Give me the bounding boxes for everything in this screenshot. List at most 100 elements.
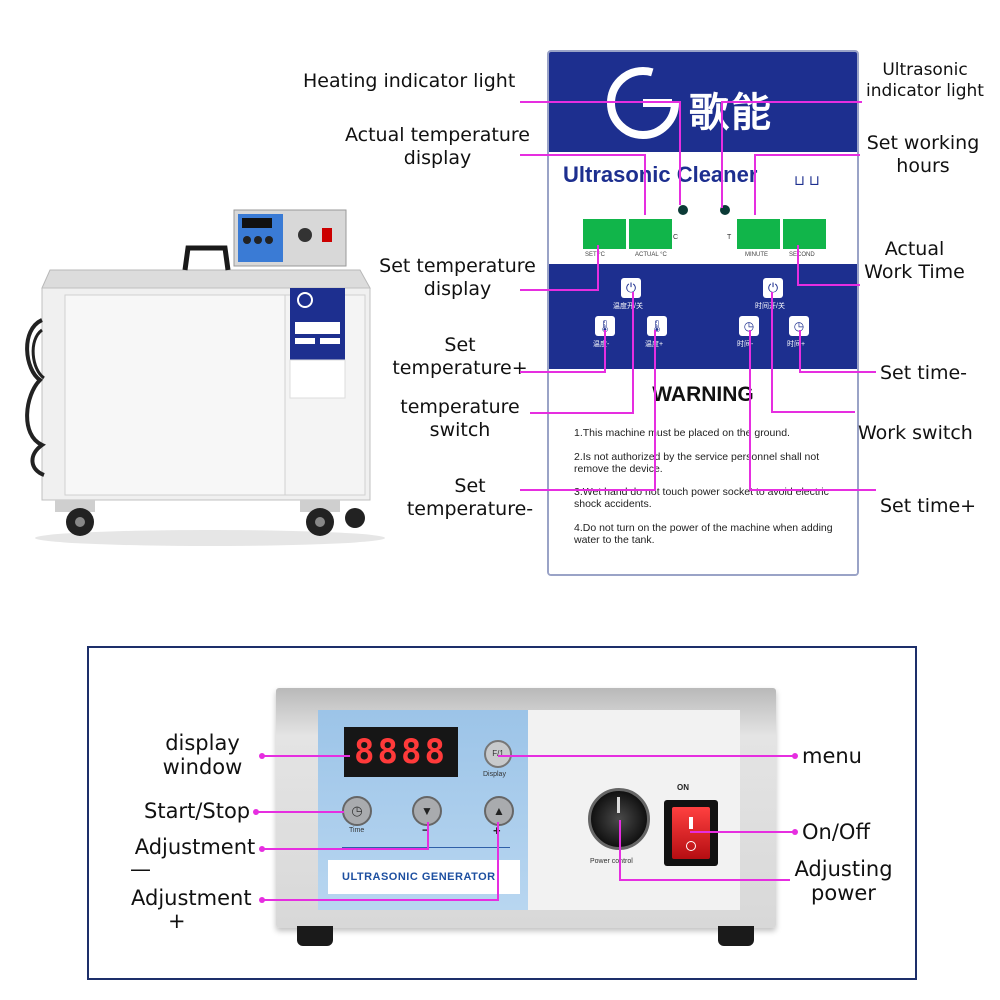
second-caption: SECOND — [789, 252, 815, 258]
set-temperature-display — [583, 219, 626, 249]
power-icon: ⏻ — [625, 280, 637, 295]
callout-ultrasonic-indicator: Ultrasonic indicator light — [855, 60, 995, 102]
panel-divider — [342, 847, 510, 848]
callout-line-1: Set working — [866, 132, 980, 154]
callout-on-off: On/Off — [802, 820, 870, 844]
temp-minus-caption: 温度- — [593, 341, 610, 348]
callout-line-2: — — [130, 857, 151, 881]
minus-symbol: − — [422, 823, 430, 837]
knob-caption: Power control — [590, 858, 633, 865]
clock-icon: ◷ — [793, 319, 805, 333]
time-minus-caption: 时间- — [737, 341, 754, 348]
callout-line-1: Ultrasonic — [882, 60, 968, 80]
callout-temp-switch: temperature switch — [390, 396, 530, 442]
callout-line-1: Adjustment — [131, 886, 252, 910]
machine-illustration — [20, 200, 390, 550]
callout-set-temp-display: Set temperature display — [365, 255, 550, 301]
generator-foot-right — [718, 926, 754, 946]
warning-line-1: 1.This machine must be placed on the gro… — [574, 427, 790, 439]
adjustment-plus-button[interactable]: ▲ — [484, 796, 514, 826]
set-time-plus-button[interactable]: ◷ — [789, 316, 809, 336]
brand-name: 歌能 — [689, 90, 773, 136]
callout-line-2: + — [168, 909, 186, 933]
machine-drawing — [25, 209, 385, 546]
callout-work-switch: Work switch — [858, 422, 973, 444]
plus-symbol: + — [493, 823, 501, 838]
up-arrow-icon: ▲ — [493, 804, 505, 818]
start-stop-button[interactable]: ◷ — [342, 796, 372, 826]
callout-line-2: hours — [896, 155, 950, 177]
callout-set-temp-minus: Set temperature- — [395, 475, 545, 521]
callout-line-1: Set — [454, 475, 486, 497]
callout-set-temp-plus: Set temperature+ — [385, 334, 535, 380]
callout-line-2: temperature- — [406, 498, 534, 520]
callout-line-2: Work Time — [864, 261, 965, 283]
thermometer-icon: 🌡 — [649, 319, 665, 333]
callout-line-1: Actual — [884, 238, 945, 260]
callout-line-1: temperature — [400, 396, 520, 418]
top-control-panel: 歌能 Ultrasonic Cleaner ⊔ ⊔ C T SET °C ACT… — [547, 50, 859, 576]
callout-actual-work-time: Actual Work Time — [857, 238, 972, 284]
temp-switch-caption: 温度开/关 — [613, 303, 643, 310]
callout-set-time-minus: Set time- — [880, 362, 968, 384]
thermometer-icon: 🌡 — [597, 319, 613, 333]
callout-line-2: window — [162, 755, 243, 779]
callout-heating-indicator: Heating indicator light — [303, 70, 516, 92]
on-off-switch[interactable] — [664, 800, 718, 866]
callout-adjusting-power: Adjusting power — [791, 857, 896, 905]
callout-line-2: display — [403, 147, 472, 169]
callout-start-stop: Start/Stop — [144, 799, 251, 823]
temp-plus-caption: 温度+ — [645, 341, 664, 348]
callout-adjustment-plus: Adjustment + — [131, 887, 261, 933]
wash-symbols-icon: ⊔ ⊔ — [794, 172, 820, 188]
callout-set-time-plus: Set time+ — [880, 495, 977, 517]
warning-line-2: 2.Is not authorized by the service perso… — [574, 451, 820, 475]
time-caption: Time — [349, 827, 365, 834]
panel-header: 歌能 — [549, 52, 857, 152]
time-switch-caption: 时间开/关 — [755, 303, 785, 310]
callout-line-2: indicator light — [866, 81, 984, 101]
display-area: Ultrasonic Cleaner ⊔ ⊔ C T SET °C ACTUAL… — [549, 152, 857, 264]
heating-indicator-light — [678, 205, 688, 215]
menu-button[interactable]: F/1 — [484, 740, 512, 768]
generator-right-panel: Power control ON — [528, 710, 740, 910]
temperature-switch-button[interactable]: ⏻ — [621, 278, 641, 298]
unit-t-label: T — [727, 234, 732, 241]
callout-line-1: display — [165, 731, 240, 755]
on-label: ON — [677, 783, 689, 792]
callout-line-1: Adjusting — [794, 857, 893, 881]
callout-line-1: Actual temperature — [345, 124, 530, 146]
menu-key-label: F/1 — [492, 749, 504, 758]
set-temp-caption: SET °C — [585, 252, 605, 258]
strip-label: ULTRASONIC GENERATOR — [342, 871, 496, 883]
unit-c-label: C — [673, 234, 679, 241]
set-temperature-minus-button[interactable]: 🌡 — [595, 316, 615, 336]
actual-temperature-display — [629, 219, 672, 249]
button-area: ⏻ 温度开/关 ⏻ 时间开/关 🌡 温度- 🌡 温度+ ◷ 时间- ◷ 时间+ — [549, 264, 857, 369]
callout-adjustment-minus: Adjustment — — [130, 836, 260, 880]
set-temperature-plus-button[interactable]: 🌡 — [647, 316, 667, 336]
callout-display-window: display window — [150, 731, 255, 779]
clock-icon: ◷ — [743, 319, 755, 333]
callout-actual-temp-display: Actual temperature display — [330, 124, 545, 170]
ultrasonic-indicator-light — [720, 205, 730, 215]
callout-line-2: power — [811, 881, 876, 905]
work-switch-button[interactable]: ⏻ — [763, 278, 783, 298]
power-knob[interactable] — [588, 788, 650, 850]
callout-line-1: Adjustment — [134, 835, 256, 859]
warning-area: WARNING 1.This machine must be placed on… — [549, 369, 857, 574]
minute-caption: MINUTE — [745, 252, 768, 258]
warning-line-3: 3.Wet hand do not touch power socket to … — [574, 486, 829, 510]
panel-title: Ultrasonic Cleaner — [563, 162, 758, 187]
rocker-switch — [672, 807, 710, 859]
clock-icon: ◷ — [351, 803, 363, 818]
display-window: 8888 — [344, 727, 458, 777]
adjustment-minus-button[interactable]: ▼ — [412, 796, 442, 826]
actual-work-time-display — [783, 219, 826, 249]
down-arrow-icon: ▼ — [421, 804, 433, 818]
switch-off-mark — [686, 841, 696, 851]
generator-foot-left — [297, 926, 333, 946]
actual-temp-caption: ACTUAL °C — [635, 252, 667, 258]
set-time-minus-button[interactable]: ◷ — [739, 316, 759, 336]
callout-line-2: display — [423, 278, 492, 300]
